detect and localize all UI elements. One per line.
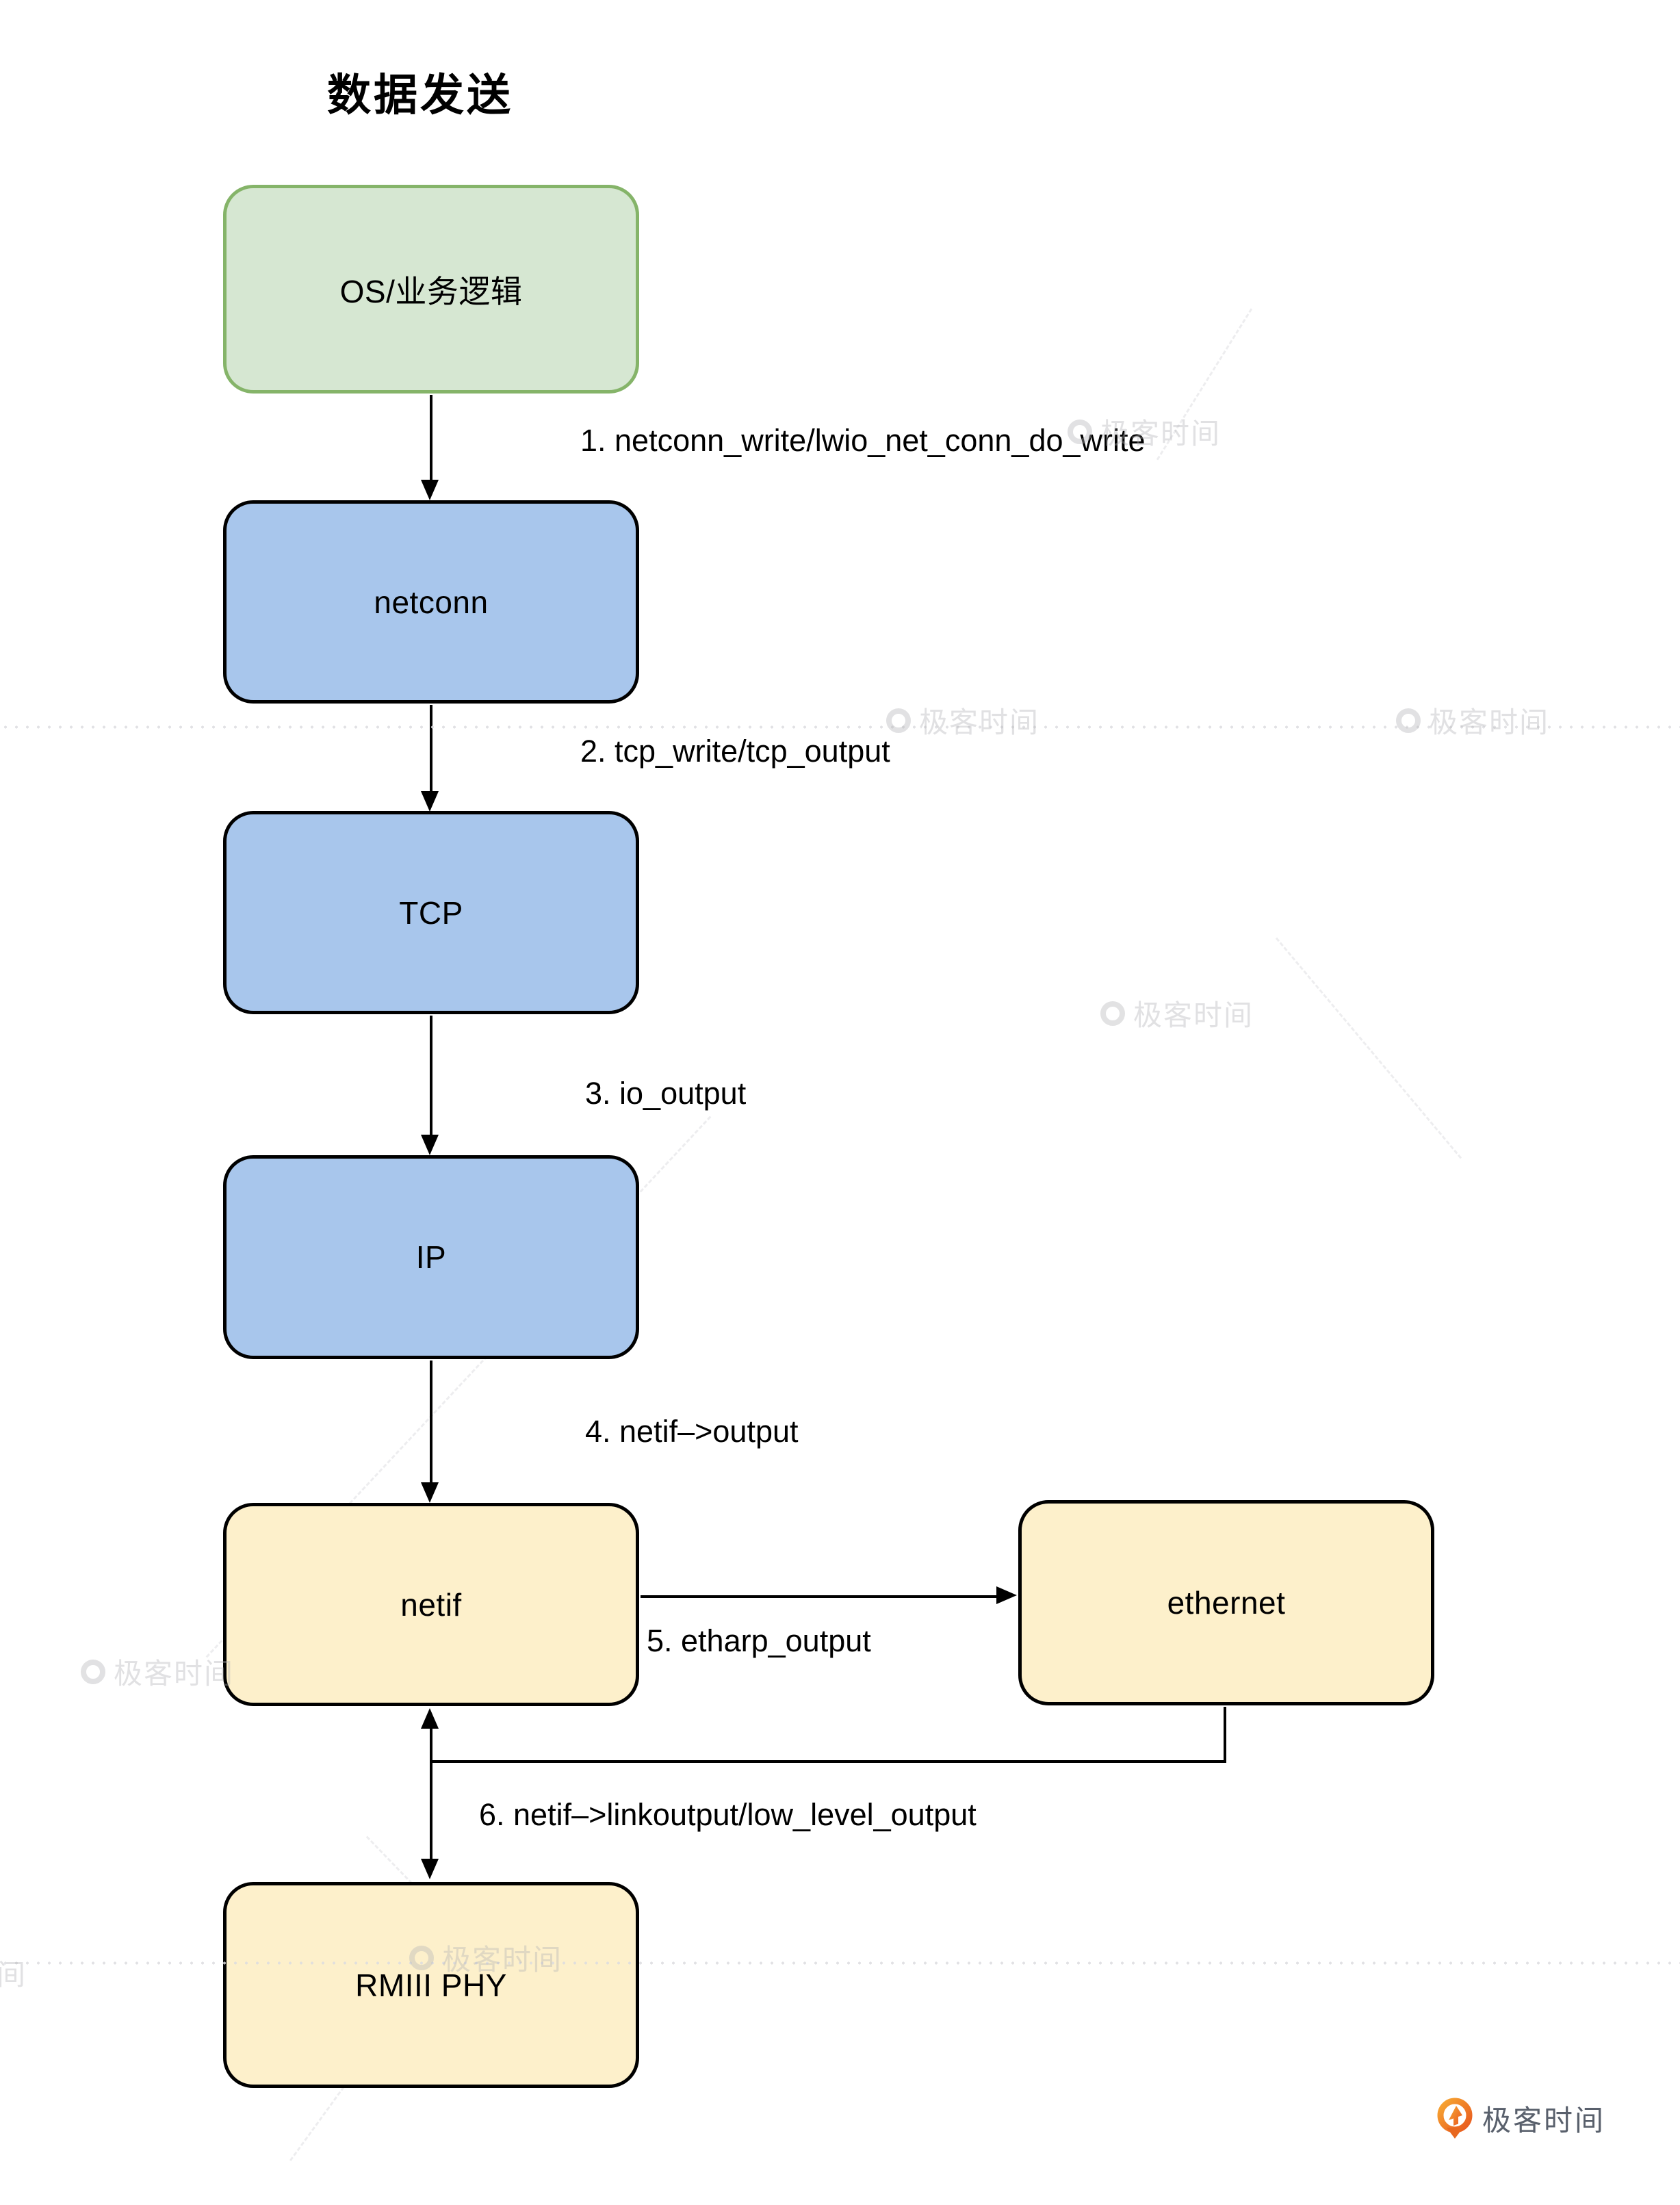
watermark: 极客时间 [409, 1937, 563, 1978]
watermark-text: 极客时间 [442, 1944, 563, 1976]
node-ethernet: ethernet [1018, 1500, 1434, 1705]
return-line-vertical [1224, 1707, 1226, 1763]
watermark-ring-icon [1396, 708, 1421, 733]
watermark-ring-icon [81, 1659, 105, 1684]
arrow-6-line [430, 1727, 432, 1860]
arrow-2-line [430, 705, 432, 792]
arrow-2-head [421, 791, 439, 812]
dotted-rule-bottom [0, 1961, 1680, 1965]
node-label: RMIII PHY [355, 1967, 507, 2003]
watermark-text: 极客时间 [1133, 999, 1254, 1031]
watermark-text: 极客时间 [919, 706, 1040, 738]
watermark: 极客时间 [886, 699, 1039, 741]
diagonal-dash [1275, 937, 1462, 1159]
arrow-3-head [421, 1135, 439, 1155]
watermark-ring-icon [409, 1945, 434, 1970]
watermark-ring-icon [886, 708, 911, 733]
node-rmii-phy: RMIII PHY [223, 1882, 639, 2088]
node-label: netconn [374, 584, 489, 620]
edge-label-4: 4. netif–>output [585, 1414, 799, 1449]
node-netif: netif [223, 1503, 639, 1706]
node-tcp: TCP [223, 811, 639, 1014]
watermark-text: 极客时间 [1429, 706, 1550, 738]
watermark: 极客时间 [0, 1952, 27, 1994]
node-ip: IP [223, 1155, 639, 1359]
geektime-logo-text: 极客时间 [1482, 2104, 1606, 2137]
node-label: netif [400, 1586, 462, 1623]
arrow-5-line [641, 1595, 999, 1598]
watermark: 极客时间 [1100, 992, 1254, 1034]
node-os-business-logic: OS/业务逻辑 [223, 185, 639, 394]
edge-label-1: 1. netconn_write/lwio_net_conn_do_write [580, 423, 1146, 458]
node-netconn: netconn [223, 500, 639, 704]
node-label: IP [415, 1239, 447, 1275]
geektime-logo-icon [1437, 2098, 1473, 2139]
edge-label-3: 3. io_output [585, 1076, 747, 1111]
geektime-logo: 极客时间 [1436, 2097, 1605, 2139]
return-arrow-head-up [421, 1708, 439, 1729]
watermark-text: 极客时间 [1100, 417, 1222, 450]
node-label: OS/业务逻辑 [339, 273, 523, 309]
watermark-ring-icon [1068, 419, 1092, 444]
arrow-1-head [421, 480, 439, 500]
return-line-horizontal [430, 1760, 1226, 1763]
arrow-6-head [421, 1859, 439, 1879]
watermark: 极客时间 [81, 1651, 234, 1692]
arrow-1-line [430, 395, 432, 481]
arrow-3-line [430, 1016, 432, 1136]
node-label: TCP [399, 894, 463, 931]
edge-label-6: 6. netif–>linkoutput/low_level_output [479, 1797, 977, 1832]
arrow-4-head [421, 1482, 439, 1503]
edge-label-2: 2. tcp_write/tcp_output [580, 734, 890, 769]
watermark: 极客时间 [1068, 411, 1221, 452]
watermark: 极客时间 [1396, 699, 1549, 741]
node-label: ethernet [1167, 1585, 1286, 1621]
diagram-title: 数据发送 [327, 70, 513, 120]
watermark-text: 极客时间 [114, 1658, 235, 1690]
arrow-5-head [996, 1586, 1017, 1604]
dotted-rule-top [0, 725, 1680, 729]
watermark-ring-icon [1100, 1001, 1125, 1026]
watermark-text: 极客时间 [0, 1959, 27, 1991]
arrow-4-line [430, 1361, 432, 1484]
edge-label-5: 5. etharp_output [647, 1623, 871, 1658]
